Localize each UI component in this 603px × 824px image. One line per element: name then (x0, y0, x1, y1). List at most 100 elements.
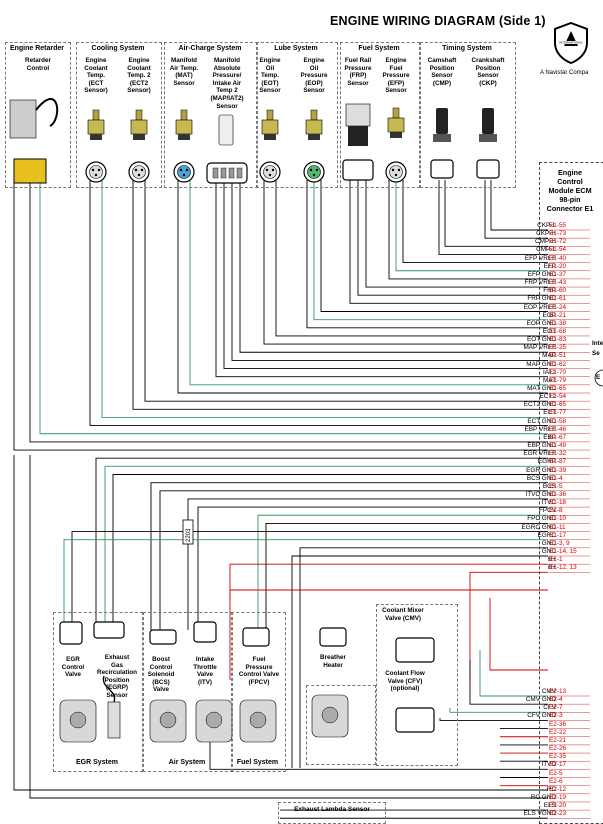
pin-tag-e1-36: E1-10 (549, 515, 567, 523)
map-pin-2 (228, 167, 235, 179)
ect-connector-icon-face (89, 165, 103, 179)
pin-name-e1-24: ECT GND (527, 417, 556, 425)
pin-tag-e1-38: E1-17 (549, 531, 567, 539)
ect-connector-icon-pin-2 (94, 173, 98, 177)
pin-tag-e2-15: E2-23 (549, 810, 567, 818)
sensor-label-2-0: Manifold Air Temp. (MAT) Sensor (169, 57, 199, 87)
pin-name-e1-15: MAP VREF (523, 344, 556, 352)
pin-name-e1-16: MAP (542, 352, 556, 360)
mat-connector-icon-face (177, 165, 191, 179)
pin-tag-e1-33: E1-36 (549, 490, 567, 498)
group-box-0 (5, 42, 71, 188)
mat-sensor-icon (175, 109, 193, 140)
pin-name-e1-10: EOP VREF (523, 303, 556, 311)
wire-b-plus-2 (469, 571, 548, 680)
pin-name-e2-1: CMV GND (525, 696, 556, 704)
pin-name-e1-2: CMP-H (535, 238, 556, 246)
ect2-connector-icon-pin-1 (140, 168, 144, 172)
air-system-label: Air System (168, 759, 206, 766)
pin-tag-e1-21: E1-54 (549, 393, 567, 401)
ect2-connector-icon-pin-2 (137, 173, 141, 177)
pin-tag-e1-27: E1-49 (549, 442, 567, 450)
bcs-connector-icon (149, 629, 177, 645)
pin-name-e1-18: IAT2 (542, 368, 556, 376)
pin-tag-e2-11: E2-6 (549, 777, 563, 785)
pin-tag-e1-30: E1-39 (549, 466, 567, 474)
pin-name-e1-37: EGRC GND (521, 523, 556, 531)
pin-tag-e1-24: E1-58 (549, 417, 567, 425)
group-header-0: Engine Retarder (9, 45, 65, 52)
eop-connector-icon-pin-1 (315, 168, 319, 172)
pin-tag-e1-9: E1-61 (549, 295, 567, 303)
wire-cmp-l (438, 180, 548, 255)
pin-name-e1-34: ITVC (541, 499, 556, 507)
efp-sensor-icon-body (390, 132, 402, 138)
wire-egr-vref (95, 457, 548, 630)
egrp-sensor-body-icon (102, 675, 121, 739)
pin-tag-e2-1: E2-4 (549, 696, 563, 704)
pin-tag-e1-20: E1-65 (549, 385, 567, 392)
pin-tag-e1-5: E1-20 (549, 262, 567, 270)
pin-tag-e1-3: E1-54 (549, 246, 567, 254)
efp-connector-icon (385, 161, 407, 183)
wire-ect-gnd (89, 180, 548, 427)
wire-eop-gnd (306, 180, 548, 329)
wire-efp-vref (402, 180, 548, 264)
pin-name-e1-28: EGR VREF (523, 450, 556, 458)
side-text-1: Se (592, 350, 600, 357)
sensor-label-1-0: Engine Coolant Temp. (ECT Sensor) (84, 57, 108, 95)
wire-mat-gnd (177, 180, 548, 394)
resistor-value: 2203 (186, 528, 192, 542)
bcs-body-icon (149, 699, 187, 743)
ect2-connector-icon-pin-0 (134, 168, 138, 172)
egrp-cable (102, 675, 116, 703)
wire-gnd-2 (291, 555, 548, 768)
wire-ckp-l (490, 180, 548, 231)
pin-name-e1-4: EFP VREF (524, 254, 556, 262)
eop-connector-icon-pin-2 (312, 173, 316, 177)
ect2-connector-icon (128, 161, 150, 183)
egrp-connector-icon-shell (93, 621, 125, 639)
eop-connector-icon-pin-0 (309, 168, 313, 172)
brand-text: A Navistar Compa (540, 70, 589, 76)
pin-tag-e2-10: E2-5 (549, 769, 563, 777)
cmv-label: Coolant Mixer Valve (CMV) (382, 607, 424, 622)
eot-connector-icon-pin-1 (271, 168, 275, 172)
pin-tag-e1-17: E1-62 (549, 360, 567, 368)
sensor-label-4-0: Fuel Rail Pressure (FRP) Sensor (344, 57, 372, 87)
wire-eot-gnd (263, 180, 548, 345)
eot-connector-icon-pin-0 (265, 168, 269, 172)
fpcv-label: Fuel Pressure Control Valve (FPCV) (238, 656, 280, 686)
group-box-1 (76, 42, 162, 188)
wire-cfv (449, 708, 548, 713)
pin-tag-e1-35: E1-8 (549, 507, 563, 515)
wire-ebp (29, 183, 548, 443)
pin-tag-e1-25: E1-46 (549, 425, 567, 433)
pin-name-e1-25: EBP VREF (524, 425, 557, 433)
mat-connector-icon (173, 161, 195, 183)
map-pin-1 (220, 167, 227, 179)
ect-sensor-icon (87, 109, 105, 140)
map-sensor-icon (206, 114, 248, 184)
pin-tag-e1-12: E1-38 (549, 319, 567, 327)
egr-box (53, 612, 143, 772)
retarder-body (9, 99, 37, 139)
cmv-assembly-box (306, 685, 376, 765)
sensor-label-4-1: Engine Fuel Pressure (EFP) Sensor (382, 57, 410, 95)
bcs-connector-icon-shell (149, 629, 177, 645)
pin-name-e1-36: FPC GND (527, 515, 556, 523)
pin-tag-e2-9: E2-17 (549, 761, 567, 769)
fpcv-connector-icon-shell (242, 627, 270, 647)
wire-ect2 (144, 180, 548, 402)
pin-tag-e1-11: E1-21 (549, 311, 567, 319)
ect2-sensor-icon-body (133, 134, 145, 140)
pin-tag-e1-7: E1-43 (549, 279, 567, 287)
pin-tag-e1-6: E1-37 (549, 270, 567, 278)
wire-map (231, 183, 548, 361)
pin-tag-e1-18: E1-70 (549, 368, 567, 376)
sensor-label-5-0: Camshaft Position Sensor (CMP) (427, 57, 457, 87)
pin-tag-e1-40: E1-14, 15 (549, 548, 577, 555)
pin-name-e1-8: FRP (543, 287, 556, 295)
wire-cmv (479, 650, 548, 697)
